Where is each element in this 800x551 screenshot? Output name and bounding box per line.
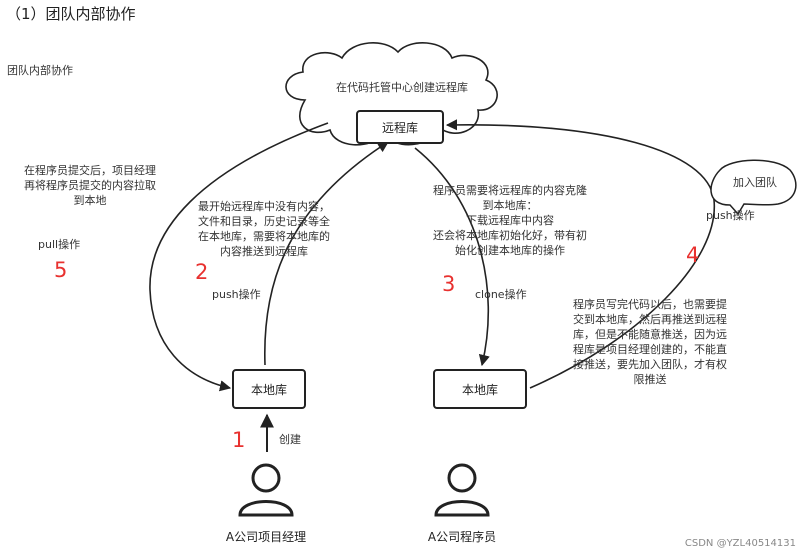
pull-arrow [149, 122, 329, 392]
local-repo-programmer-box: 本地库 [433, 369, 527, 409]
clone-explanation-line: 下载远程库中内容 [466, 214, 554, 227]
join-team-bubble-shape [710, 159, 797, 216]
clone-explanation-line: 程序员需要将远程库的内容克隆 [433, 184, 587, 197]
manager-label: A公司项目经理 [225, 530, 307, 544]
page-title: （1）团队内部协作 [6, 5, 136, 23]
push-explanation-line: 内容推送到远程库 [220, 245, 308, 258]
push-arrow-left [264, 141, 389, 366]
permission-explanation-line: 限推送 [633, 373, 667, 386]
section-subtitle: 团队内部协作 [7, 64, 73, 77]
remote-repo-box: 远程库 [356, 110, 444, 144]
join-team-label: 加入团队 [733, 176, 777, 189]
push-explanation: 最开始远程库中没有内容， 文件和目录，历史记录等全 在本地库，需要将本地库的 内… [185, 199, 343, 259]
permission-explanation-line: 交到本地库，然后再推送到远程 [573, 313, 727, 326]
pull-explanation-line: 在程序员提交后，项目经理 [24, 164, 156, 177]
pull-explanation: 在程序员提交后，项目经理 再将程序员提交的内容拉取 到本地 [8, 163, 172, 208]
programmer-label: A公司程序员 [427, 530, 497, 544]
pull-explanation-line: 再将程序员提交的内容拉取 [24, 179, 156, 192]
clone-explanation: 程序员需要将远程库的内容克隆 到本地库： 下载远程库中内容 还会将本地库初始化好… [420, 183, 600, 258]
step-number-4: 4 [686, 243, 700, 267]
step-number-1: 1 [232, 428, 246, 452]
local-repo-manager-box: 本地库 [232, 369, 306, 409]
clone-explanation-line: 还会将本地库初始化好，带有初 [433, 229, 587, 242]
step-number-3: 3 [442, 272, 456, 296]
push-explanation-line: 最开始远程库中没有内容， [198, 200, 330, 213]
cloud-label: 在代码托管中心创建远程库 [336, 81, 468, 94]
manager-person-icon [238, 463, 294, 517]
push-op-label-right: push操作 [706, 209, 755, 222]
push-explanation-line: 在本地库，需要将本地库的 [198, 230, 330, 243]
permission-explanation-line: 接推送，要先加入团队，才有权 [573, 358, 727, 371]
step-number-2: 2 [195, 260, 209, 284]
permission-explanation-line: 程库是项目经理创建的，不能直 [573, 343, 727, 356]
watermark: CSDN @YZL40514131 [684, 538, 796, 549]
step-number-5: 5 [54, 258, 68, 282]
clone-op-label: clone操作 [475, 288, 527, 301]
programmer-person-icon [434, 463, 490, 517]
create-op-label: 创建 [279, 433, 301, 446]
pull-explanation-line: 到本地 [73, 194, 107, 207]
push-explanation-line: 文件和目录，历史记录等全 [198, 215, 330, 228]
permission-explanation-line: 程序员写完代码以后，也需要提 [573, 298, 727, 311]
push-op-label-left: push操作 [212, 288, 261, 301]
permission-explanation: 程序员写完代码以后，也需要提 交到本地库，然后再推送到远程 库，但是不能随意推送… [560, 297, 740, 387]
clone-explanation-line: 到本地库： [482, 199, 538, 212]
permission-explanation-line: 库，但是不能随意推送，因为远 [573, 328, 727, 341]
pull-op-label: pull操作 [38, 238, 81, 251]
clone-explanation-line: 始化创建本地库的操作 [455, 244, 565, 257]
clone-arrow [414, 147, 490, 367]
